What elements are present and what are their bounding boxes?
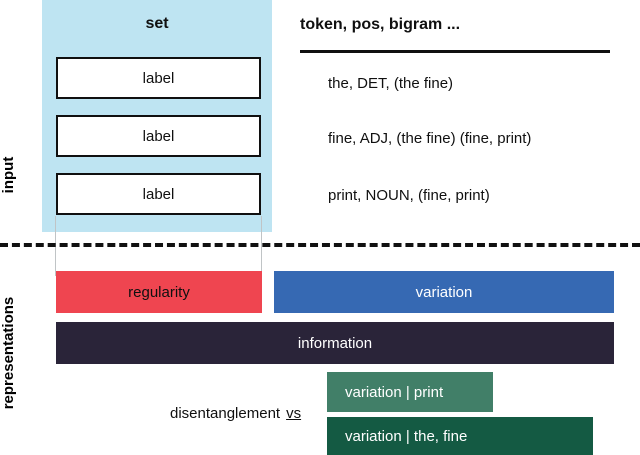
bar-information: information (56, 322, 614, 364)
feature-row: print, NOUN, (fine, print) (328, 187, 490, 204)
label-box: label (56, 173, 261, 215)
vs-text: vs (286, 405, 302, 422)
bar-variation-given-the-fine: variation | the, fine (327, 417, 593, 455)
label-box: label (56, 57, 261, 99)
bar-variation-given-print: variation | print (327, 372, 493, 412)
disentanglement-caption: disentanglement vs (170, 405, 301, 422)
feature-row: fine, ADJ, (the fine) (fine, print) (328, 130, 532, 147)
section-divider-dashed (0, 243, 640, 247)
features-header-rule (300, 50, 610, 53)
section-label-input: input (0, 156, 17, 194)
feature-row: the, DET, (the fine) (328, 75, 454, 92)
set-panel-title: set (145, 15, 169, 32)
bar-regularity: regularity (56, 271, 262, 313)
bar-variation: variation (274, 271, 614, 313)
label-box: label (56, 115, 261, 157)
disentanglement-text: disentanglement (170, 405, 281, 422)
features-header: token, pos, bigram ... (300, 16, 461, 33)
section-label-representations: representations (0, 296, 17, 410)
